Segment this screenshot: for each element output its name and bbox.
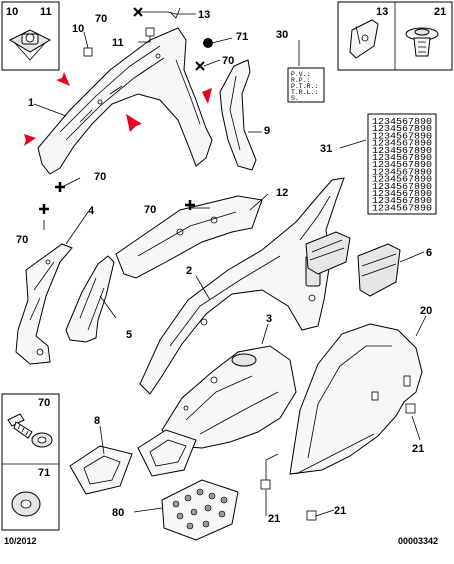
callout-10: 10 — [6, 6, 18, 18]
inset-box-70-71: 70 71 — [1, 393, 60, 531]
number-grid-row: 1234567890 — [372, 167, 432, 177]
callout-30: 30 — [276, 29, 288, 41]
callout-5: 5 — [126, 329, 132, 341]
bracket-part-6-right — [357, 243, 401, 297]
bracket-part-4 — [15, 243, 73, 365]
bracket-part-5 — [65, 255, 115, 343]
number-grid-row: 1234567890 — [372, 203, 432, 213]
callout-10-mid: 10 — [72, 23, 84, 35]
label-line-1: P.V.: — [291, 71, 311, 78]
clip-kit-part-80 — [161, 479, 239, 541]
fastener-symbols — [39, 7, 213, 214]
callout-70-left-mid: 70 — [94, 171, 106, 183]
flat-washer-icon — [11, 491, 41, 517]
callout-21: 21 — [434, 6, 446, 18]
number-grid-row: 1234567890 — [372, 131, 432, 141]
bracket-clip-icon — [349, 19, 379, 59]
kit-clip-icon — [190, 508, 198, 516]
callout-11-mid: 11 — [112, 37, 124, 49]
callout-21-bottom-1: 21 — [268, 513, 280, 525]
number-grid-rows: 1234567890123456789012345678901234567890… — [372, 117, 432, 213]
arch-liner-part-20 — [289, 323, 423, 475]
number-grid-row: 1234567890 — [372, 175, 432, 185]
leader-lines — [33, 7, 427, 521]
callout-70-box: 70 — [38, 397, 50, 409]
kit-clip-icon — [186, 522, 194, 530]
inset-box-13-21: 13 21 — [337, 1, 453, 71]
number-grid-row: 1234567890 — [372, 146, 432, 156]
plus-fastener-left-low — [39, 204, 49, 214]
number-grid-row: 1234567890 — [372, 124, 432, 134]
red-arrow-2 — [0, 134, 36, 148]
kit-clip-icon — [204, 504, 212, 512]
red-arrow-4 — [202, 88, 212, 104]
label-line-3: P.T.R.: — [291, 83, 318, 90]
red-arrow-3 — [126, 114, 162, 158]
kit-clip-icon — [196, 488, 204, 496]
push-rivet-icon — [405, 27, 439, 57]
kit-clip-icon — [218, 510, 226, 518]
callout-12: 12 — [276, 187, 288, 199]
callout-80: 80 — [112, 507, 124, 519]
callout-70-top: 70 — [95, 13, 107, 25]
callout-2: 2 — [186, 265, 192, 277]
footer-date: 10/2012 — [4, 536, 37, 546]
callout-numbers: 70 13 10 11 71 70 1 30 9 31 70 70 4 70 1… — [16, 9, 432, 525]
number-grid-row: 1234567890 — [372, 153, 432, 163]
number-grid-row: 1234567890 — [372, 117, 432, 127]
label-line-4: T.R.L.: — [291, 89, 318, 96]
label-line-2: R.P.: — [291, 77, 311, 84]
callout-8: 8 — [94, 415, 100, 427]
kit-clip-icon — [184, 494, 192, 502]
front-fender-part-1 — [37, 27, 213, 175]
callout-70-right: 70 — [222, 55, 234, 67]
number-grid-row: 1234567890 — [372, 160, 432, 170]
number-grid-row: 1234567890 — [372, 189, 432, 199]
trim-strip-part-9 — [219, 59, 257, 171]
label-card-30: P.V.: R.P.: P.T.R.: T.R.L.: S. — [287, 67, 325, 103]
callout-6: 6 — [426, 247, 432, 259]
callout-13-top: 13 — [198, 9, 210, 21]
label-card-lines: P.V.: R.P.: P.T.R.: T.R.L.: S. — [291, 71, 318, 102]
inner-panel-part-12 — [115, 195, 263, 279]
bolt-with-washer-icon — [7, 413, 53, 448]
callout-31: 31 — [320, 143, 332, 155]
label-line-5: S. — [291, 95, 299, 102]
red-arrows — [0, 58, 212, 158]
kit-clip-icon — [172, 500, 180, 508]
number-grid-row: 1234567890 — [372, 182, 432, 192]
callout-70-center: 70 — [144, 204, 156, 216]
cross-fastener-right — [195, 61, 205, 71]
footer-reference: 00003342 — [398, 536, 438, 546]
inset-box-10-11: 10 11 — [1, 1, 60, 71]
callout-3: 3 — [266, 313, 272, 325]
number-grid-31: 1234567890123456789012345678901234567890… — [367, 113, 437, 215]
callout-21-right: 21 — [412, 443, 424, 455]
nut-fastener-71 — [203, 38, 213, 48]
callout-13: 13 — [376, 6, 388, 18]
callout-21-bottom-2: 21 — [334, 505, 346, 517]
clip-icon — [8, 29, 52, 61]
gasket-part-8 — [69, 429, 197, 495]
callout-71-box: 71 — [38, 467, 50, 479]
callout-1: 1 — [28, 97, 34, 109]
callout-9: 9 — [264, 125, 270, 137]
kit-clip-icon — [220, 496, 228, 504]
red-arrow-1 — [44, 58, 70, 86]
callout-70-left-low: 70 — [16, 234, 28, 246]
number-grid-row: 1234567890 — [372, 196, 432, 206]
lower-inner-part-3 — [161, 345, 297, 449]
kit-clip-icon — [176, 512, 184, 520]
callout-20: 20 — [420, 305, 432, 317]
kit-clips — [172, 488, 228, 530]
bracket-part-6-left — [305, 231, 351, 275]
kit-clip-icon — [208, 492, 216, 500]
plus-fastener-left-mid — [55, 182, 65, 192]
number-grid-row: 1234567890 — [372, 139, 432, 149]
callout-11: 11 — [40, 6, 52, 18]
kit-clip-icon — [202, 520, 210, 528]
callout-4: 4 — [88, 205, 95, 217]
callout-71-top: 71 — [236, 31, 248, 43]
